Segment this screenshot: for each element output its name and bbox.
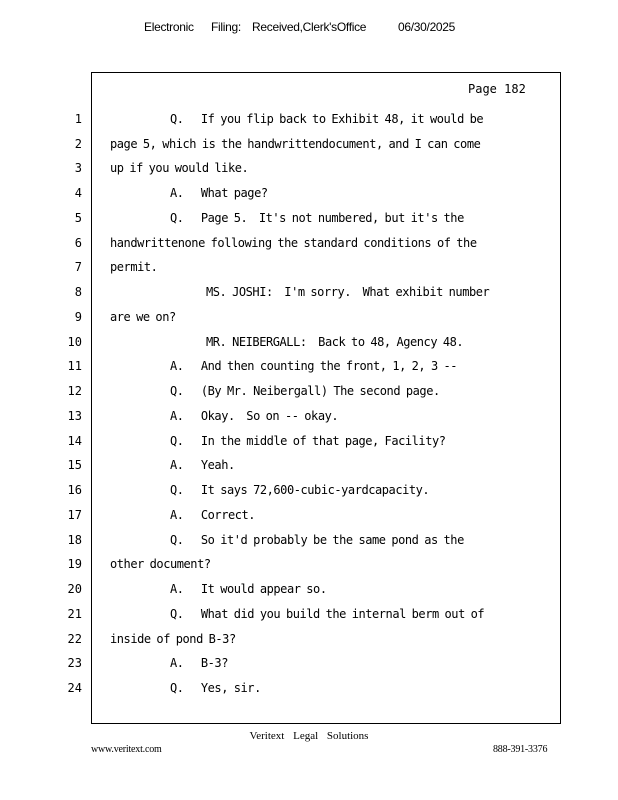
transcript-line: Q. (By Mr. Neibergall) The second page. — [170, 384, 440, 398]
line-number: 1 — [74, 112, 82, 126]
line-number: 19 — [67, 557, 82, 571]
line-number: 16 — [67, 483, 82, 497]
line-number: 17 — [67, 508, 82, 522]
line-number: 4 — [74, 186, 82, 200]
transcript-line: A. Okay. So on -- okay. — [170, 409, 339, 423]
transcript-line: Q. Page 5. It's not numbered, but it's t… — [170, 211, 464, 225]
transcript-line: up if you would like. — [110, 161, 249, 175]
line-number: 6 — [74, 236, 82, 250]
transcript-line: other document? — [110, 557, 211, 571]
transcript-line: permit. — [110, 260, 158, 274]
transcript-line: A. Yeah. — [170, 458, 235, 472]
filing-header: Electronic Filing: Received,Clerk'sOffic… — [0, 20, 618, 38]
header-received: Received,Clerk'sOffice — [252, 20, 367, 34]
line-number: 14 — [67, 434, 82, 448]
line-number: 24 — [67, 681, 82, 695]
line-number: 22 — [67, 632, 82, 646]
transcript-line: A. Correct. — [170, 508, 256, 522]
transcript-line: handwrittenone following the standard co… — [110, 236, 477, 250]
line-number: 20 — [67, 582, 82, 596]
line-number: 10 — [67, 335, 82, 349]
header-date: 06/30/2025 — [398, 20, 456, 34]
header-filing: Filing: — [211, 20, 241, 34]
transcript-line: Q. If you flip back to Exhibit 48, it wo… — [170, 112, 484, 126]
line-number: 21 — [67, 607, 82, 621]
transcript-line: inside of pond B-3? — [110, 632, 236, 646]
line-number: 7 — [74, 260, 82, 274]
page-number: Page 182 — [468, 82, 526, 96]
transcript-line: Q. It says 72,600-cubic-yardcapacity. — [170, 483, 430, 497]
transcript-page-border — [91, 72, 561, 724]
line-number: 23 — [67, 656, 82, 670]
transcript-line: Q. So it'd probably be the same pond as … — [170, 533, 464, 547]
header-electronic: Electronic — [144, 20, 194, 34]
footer-company: Veritext Legal Solutions — [249, 730, 369, 742]
transcript-line: A. And then counting the front, 1, 2, 3 … — [170, 359, 458, 373]
transcript-line: MR. NEIBERGALL: Back to 48, Agency 48. — [206, 335, 464, 349]
transcript-line: MS. JOSHI: I'm sorry. What exhibit numbe… — [206, 285, 490, 299]
transcript-line: are we on? — [110, 310, 176, 324]
line-number: 11 — [67, 359, 82, 373]
transcript-line: Q. In the middle of that page, Facility? — [170, 434, 446, 448]
line-number: 13 — [67, 409, 82, 423]
line-number: 3 — [74, 161, 82, 175]
transcript-line: Q. What did you build the internal berm … — [170, 607, 485, 621]
line-number: 5 — [74, 211, 82, 225]
line-number: 9 — [74, 310, 82, 324]
transcript-line: A. It would appear so. — [170, 582, 327, 596]
transcript-line: Q. Yes, sir. — [170, 681, 261, 695]
footer-website: www.veritext.com — [91, 744, 162, 755]
footer-phone: 888-391-3376 — [493, 744, 548, 755]
line-number: 2 — [74, 137, 82, 151]
line-number: 12 — [67, 384, 82, 398]
transcript-line: A. What page? — [170, 186, 268, 200]
transcript-line: A. B-3? — [170, 656, 228, 670]
transcript-line: page 5, which is the handwrittendocument… — [110, 137, 481, 151]
line-number: 8 — [74, 285, 82, 299]
line-number: 15 — [67, 458, 82, 472]
line-number: 18 — [67, 533, 82, 547]
